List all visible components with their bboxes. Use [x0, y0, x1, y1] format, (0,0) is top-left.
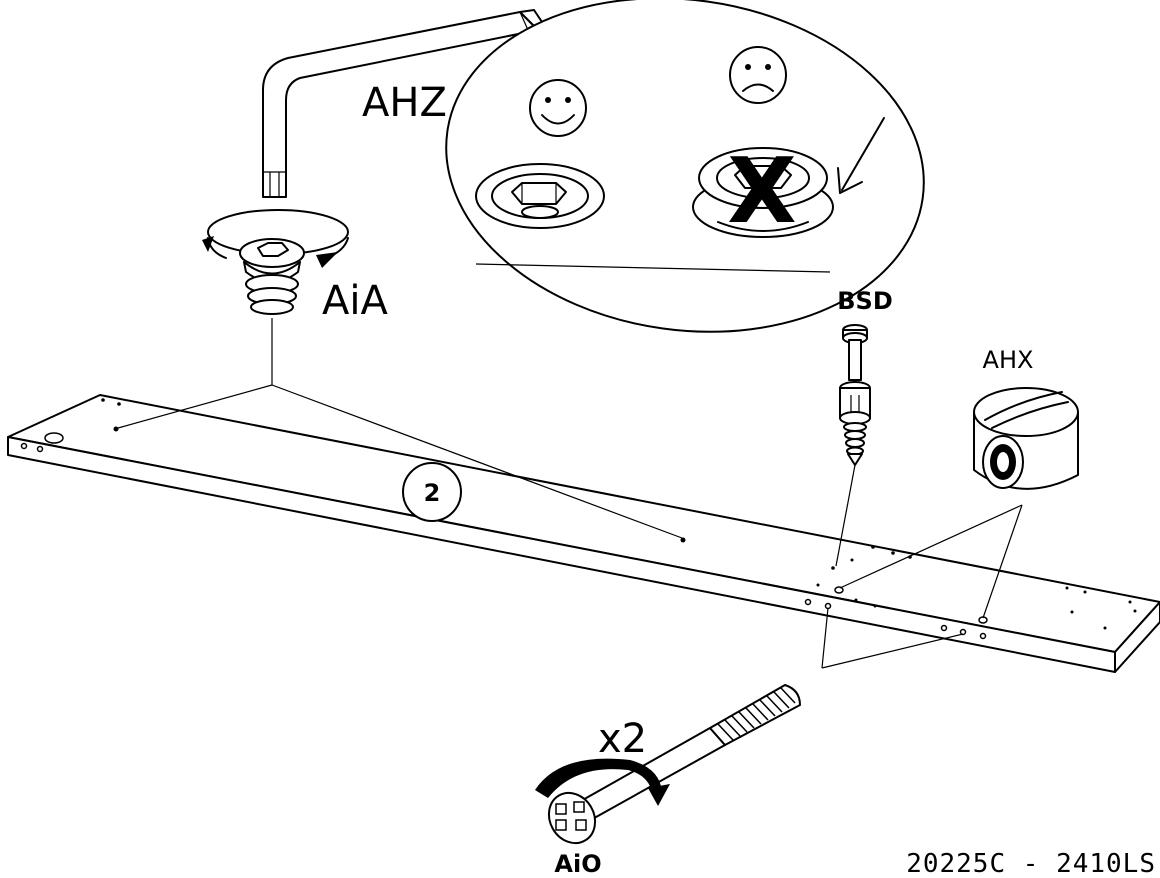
barrel-nut-label: AHX — [983, 346, 1034, 374]
cam-lock-label: AiA — [322, 278, 388, 324]
detail-zoom-bubble: X — [445, 0, 925, 333]
panel-holes — [20, 398, 1137, 640]
allen-key-label: AHZ — [362, 80, 447, 126]
step-number-badge: 2 — [402, 462, 462, 522]
rotate-arrow-icon — [535, 758, 670, 806]
pointer-arrow-icon — [837, 117, 885, 194]
cam-lock-insert — [202, 209, 349, 315]
bolt-label: BSD — [837, 287, 893, 315]
quantity-label: x2 — [598, 716, 647, 762]
incorrect-insert-view — [692, 147, 834, 238]
connector-bolt — [839, 324, 871, 466]
cross-mark: X — [727, 139, 796, 244]
correct-insert-view — [475, 163, 605, 229]
leader-lines — [117, 318, 1023, 669]
step-number: 2 — [424, 479, 441, 507]
dowel-rod-label: AiO — [554, 850, 601, 878]
cross-mark-icon: X — [727, 139, 796, 244]
barrel-nut — [973, 387, 1079, 490]
document-code: 20225C - 2410LS — [906, 849, 1156, 878]
panel-board — [7, 394, 1160, 673]
sad-face-icon — [729, 46, 787, 104]
smiley-face-icon — [529, 79, 587, 137]
